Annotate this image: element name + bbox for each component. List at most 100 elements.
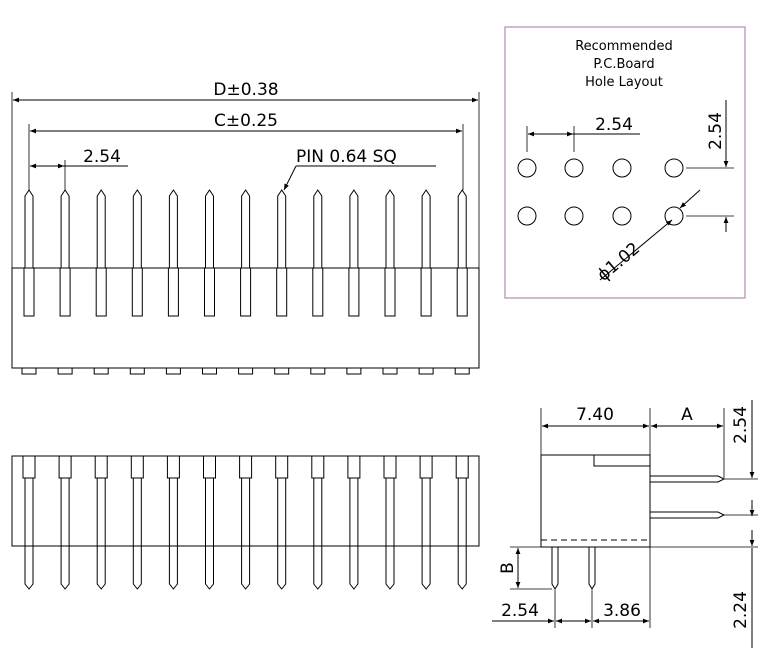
bottom-pin-tail (96, 478, 106, 590)
bottom-view (11, 455, 480, 590)
bottom-pin-slot (203, 455, 216, 479)
bottom-pin-slot (347, 455, 361, 479)
side-view: 7.40 A 2.54 2.24 B 2.54 3 (492, 400, 758, 648)
bottom-pin-slot (419, 455, 433, 479)
bottom-pin-tail (132, 478, 142, 590)
front-pin-slot (167, 268, 179, 317)
front-pin-notch (454, 368, 470, 375)
hole-layout-title-2: P.C.Board (593, 57, 654, 72)
pcb-hole (564, 206, 584, 226)
hole-grid (517, 158, 684, 226)
dim-offset-label: 3.86 (603, 601, 641, 621)
front-pin-notch (238, 368, 254, 375)
side-housing-step (593, 455, 650, 467)
front-pin-slot (131, 268, 143, 317)
dim-tail-label: 2.24 (731, 591, 751, 629)
front-pin-tail (205, 189, 214, 268)
hole-pitch-h-label: 2.54 (595, 115, 633, 135)
front-pin-tail (60, 189, 70, 268)
bottom-pin-slot (455, 455, 469, 479)
bottom-pin-slot (311, 455, 325, 479)
pin-label: PIN 0.64 SQ (296, 147, 397, 167)
front-pin-slot (240, 268, 252, 317)
front-pin-tail (421, 189, 431, 268)
dim-pitch-label: 2.54 (501, 601, 539, 621)
hole-pitch-v-label: 2.54 (706, 112, 726, 150)
bottom-pin-slot (130, 455, 144, 479)
bottom-pin-tail (24, 478, 34, 590)
pcb-hole (517, 206, 537, 226)
dim-a-label: A (681, 405, 693, 425)
pitch-label: 2.54 (83, 147, 121, 167)
front-pin-tail (96, 189, 106, 268)
hole-dia-leader-high (679, 189, 701, 209)
bottom-pin-tail (60, 478, 70, 590)
dim-c-label: C±0.25 (214, 111, 278, 131)
bottom-pin-tail (205, 478, 214, 590)
pin-leader (283, 165, 297, 191)
front-pin-tail (241, 189, 251, 268)
pcb-hole (612, 206, 632, 226)
dim-d-label: D±0.38 (213, 80, 278, 100)
front-pin-notch (418, 368, 434, 375)
front-pin-slot (23, 268, 35, 317)
front-pin-tail (24, 189, 34, 268)
front-pin-notch (382, 368, 398, 375)
front-view: D±0.38 C±0.25 2.54 PIN 0.64 SQ (11, 80, 480, 375)
front-pin-tail (385, 189, 395, 268)
pcb-hole (564, 158, 584, 178)
pcb-hole (612, 158, 632, 178)
front-pin-notch (165, 368, 181, 375)
bottom-pin-tail (241, 478, 251, 590)
bottom-pin-slot (166, 455, 180, 479)
front-pin-notch (129, 368, 145, 375)
side-housing (540, 454, 651, 548)
bottom-pin-tail (457, 478, 467, 590)
front-pin-tail (277, 189, 287, 268)
front-pin-slot (456, 268, 468, 317)
bottom-pin-tail (421, 478, 431, 590)
front-housing (11, 267, 480, 369)
front-pin-tail (457, 189, 467, 268)
bottom-pin-tail (349, 478, 359, 590)
bottom-pin-slot (383, 455, 397, 479)
bottom-pin-tail (385, 478, 395, 590)
front-pin-tail (132, 189, 142, 268)
bottom-pin-slot (22, 455, 36, 479)
front-pins (21, 189, 470, 375)
front-pin-slot (384, 268, 396, 317)
side-pin-vert-left (551, 547, 559, 590)
dim-top-label: 2.54 (731, 406, 751, 444)
front-pin-notch (21, 368, 37, 375)
bottom-pin-tail (277, 478, 287, 590)
dim-width-label: 7.40 (576, 405, 614, 425)
side-pin-upper (650, 475, 726, 483)
front-pin-slot (420, 268, 432, 317)
bottom-pin-slot (275, 455, 289, 479)
front-pin-slot (312, 268, 324, 317)
front-pin-slot (59, 268, 71, 317)
hole-layout-title-1: Recommended (575, 39, 673, 54)
pcb-hole (664, 158, 684, 178)
front-pin-notch (310, 368, 326, 375)
bottom-pin-slot (239, 455, 253, 479)
side-pin-vert-right (588, 547, 596, 590)
front-pin-slot (276, 268, 288, 317)
hole-dia-leader-low (599, 219, 673, 281)
front-pin-slot (95, 268, 107, 317)
bottom-pin-slot (58, 455, 72, 479)
hole-layout-title-3: Hole Layout (585, 75, 663, 90)
front-pin-notch (202, 368, 217, 375)
hole-layout-panel: Recommended P.C.Board Hole Layout 2.54 2… (504, 26, 746, 299)
front-pin-tail (349, 189, 359, 268)
hole-dia-label: ϕ1.02 (594, 239, 644, 286)
bottom-pins (22, 455, 469, 590)
pcb-hole (664, 206, 684, 226)
front-pin-notch (57, 368, 73, 375)
front-pin-slot (204, 268, 215, 317)
side-pin-lower (650, 511, 726, 519)
front-pin-slot (348, 268, 360, 317)
bottom-pin-tail (168, 478, 178, 590)
dim-b-label: B (498, 562, 518, 574)
